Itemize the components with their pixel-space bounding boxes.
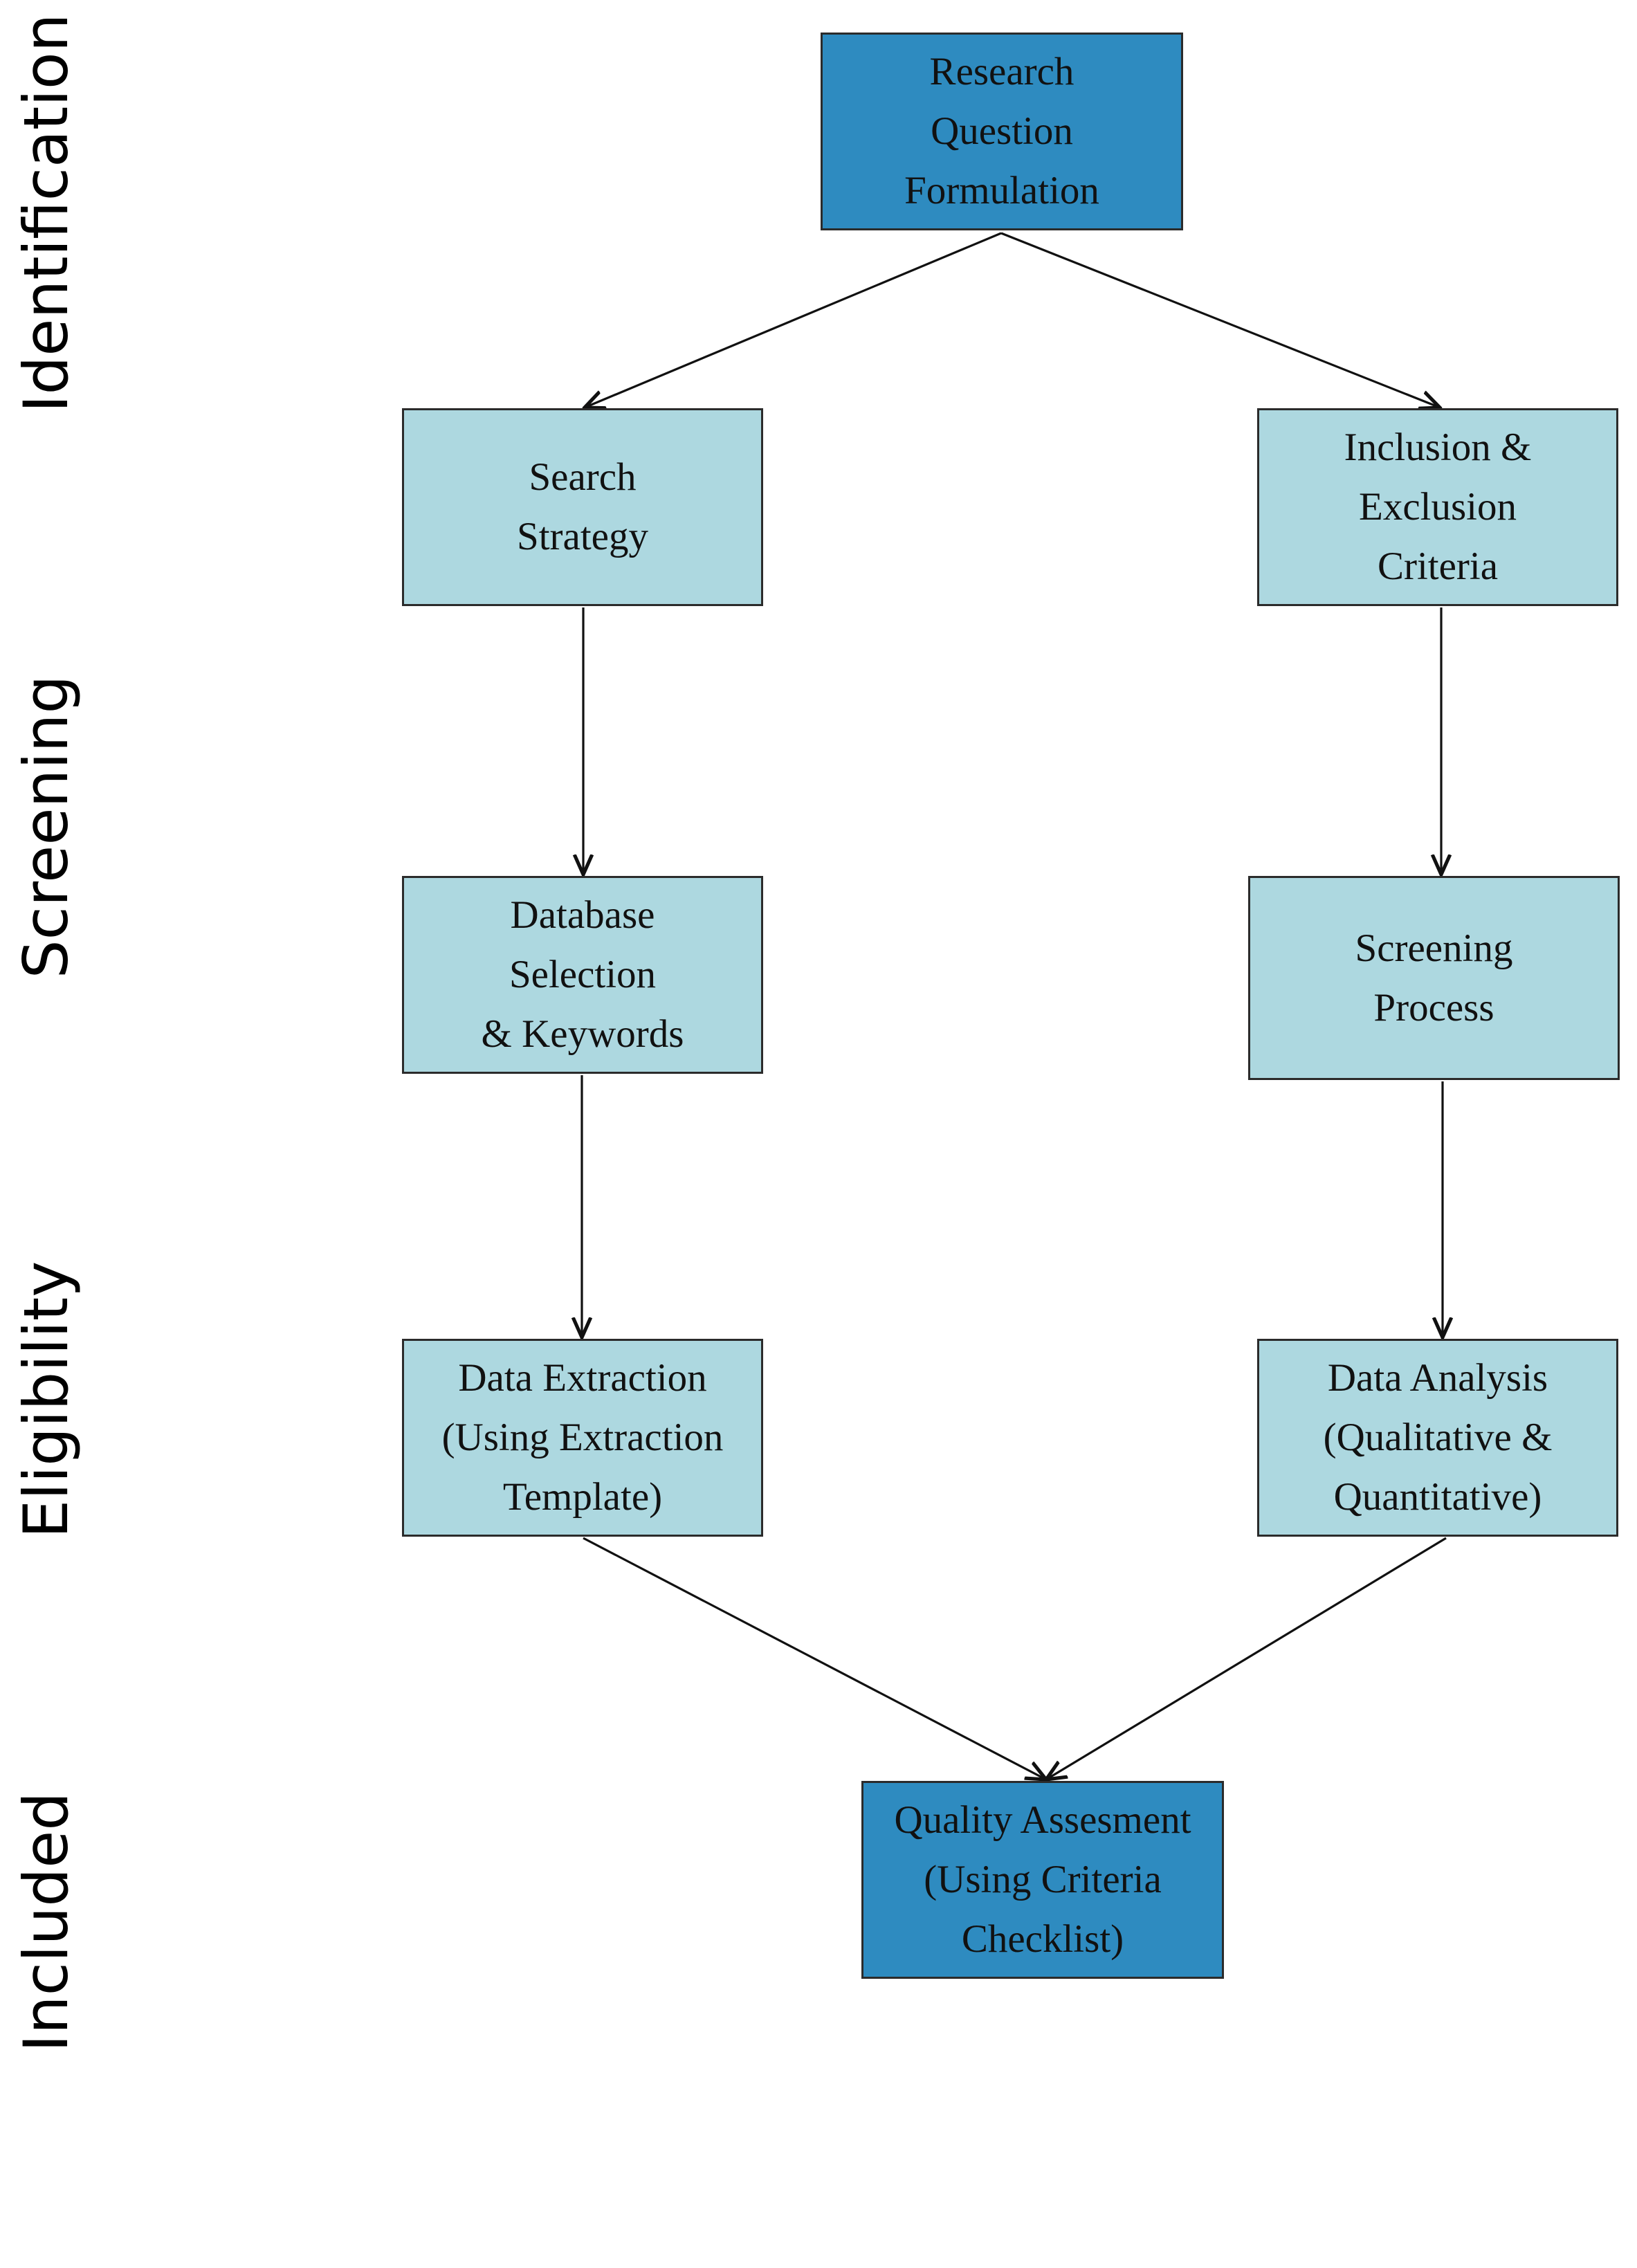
box-line: (Qualitative &	[1323, 1416, 1553, 1459]
box-line: Formulation	[904, 169, 1099, 212]
box-line: Data Extraction	[458, 1356, 707, 1400]
database-selection-box: Database Selection & Keywords	[402, 876, 763, 1074]
box-line: Quality Assesment	[894, 1798, 1191, 1842]
box-line: & Keywords	[481, 1012, 684, 1056]
edge-research-to-inclusion	[1000, 232, 1440, 408]
box-line: Inclusion &	[1344, 426, 1532, 469]
box-line: Process	[1373, 985, 1494, 1030]
flow-connectors	[0, 232, 1637, 2051]
box-line: (Using Criteria	[924, 1858, 1162, 1901]
edge-extraction-to-quality	[583, 1537, 1046, 1780]
screening-process-box: Screening Process	[1248, 876, 1620, 1080]
box-line: Criteria	[1377, 545, 1499, 588]
box-line: Screening	[1355, 926, 1513, 970]
box-line: Question	[931, 109, 1073, 153]
edge-analysis-to-quality	[1046, 1537, 1447, 1780]
box-line: Database	[510, 893, 655, 937]
box-line: Template)	[502, 1475, 663, 1519]
box-line: Research	[929, 50, 1074, 93]
data-analysis-box: Data Analysis (Qualitative & Quantitativ…	[1257, 1339, 1618, 1537]
edge-research-to-search	[585, 232, 1002, 408]
box-line: Strategy	[517, 515, 648, 558]
box-line: Selection	[509, 953, 657, 996]
box-line: Exclusion	[1359, 485, 1517, 529]
box-line: (Using Extraction	[441, 1416, 724, 1459]
quality-assessment-box: Quality Assesment (Using Criteria Checkl…	[861, 1781, 1224, 1979]
box-line: Search	[529, 455, 637, 499]
data-extraction-box: Data Extraction (Using Extraction Templa…	[402, 1339, 763, 1537]
search-strategy-box: Search Strategy	[402, 408, 763, 606]
box-line: Checklist)	[961, 1917, 1124, 1961]
box-line: Quantitative)	[1333, 1475, 1542, 1519]
research-question-formulation-box: Research Question Formulation	[821, 33, 1183, 230]
box-line: Data Analysis	[1327, 1356, 1548, 1400]
inclusion-exclusion-criteria-box: Inclusion & Exclusion Criteria	[1257, 408, 1618, 606]
